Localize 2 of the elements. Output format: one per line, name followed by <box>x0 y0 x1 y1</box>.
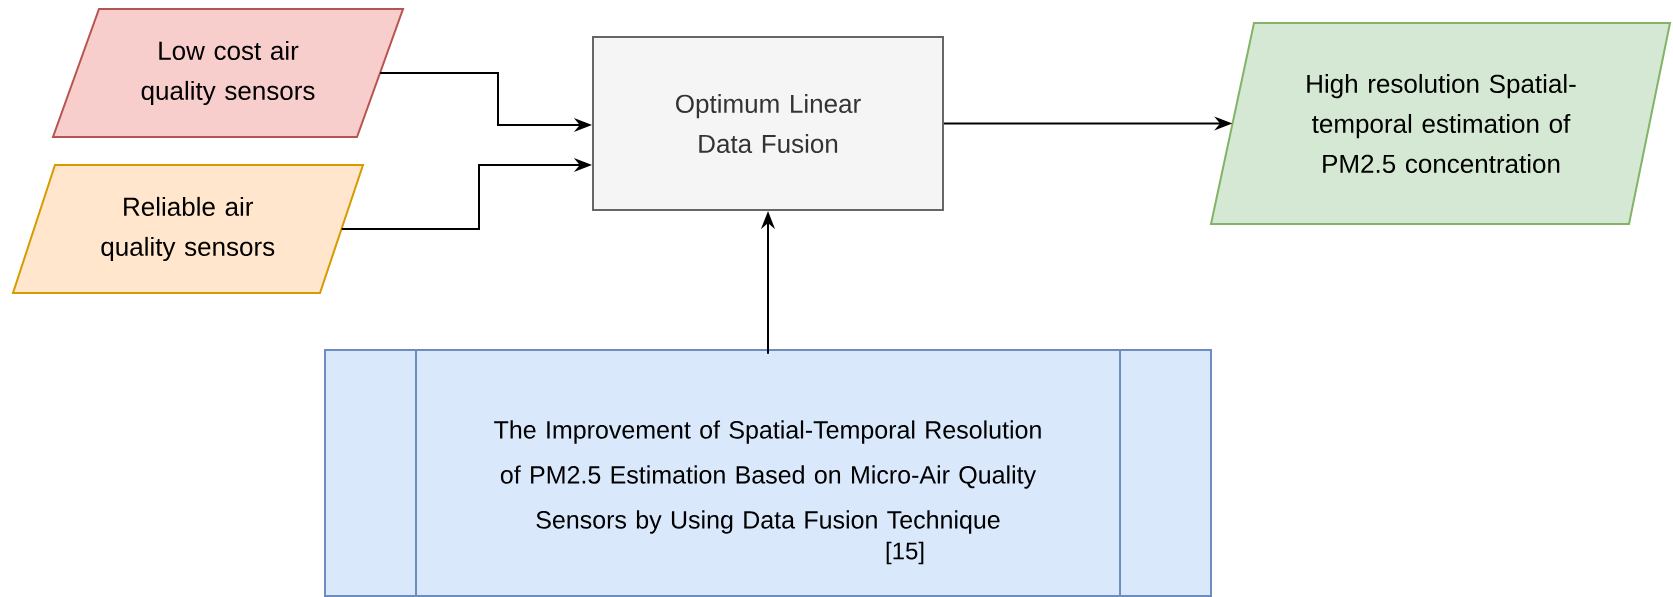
process-box: Optimum Linear Data Fusion <box>592 36 944 211</box>
subprocess-box: The Improvement of Spatial-Temporal Resolution of PM2.5 Estimation Based on Micro-Air Quality Sensors by Using Data Fusion Technique [15] <box>324 349 1212 597</box>
